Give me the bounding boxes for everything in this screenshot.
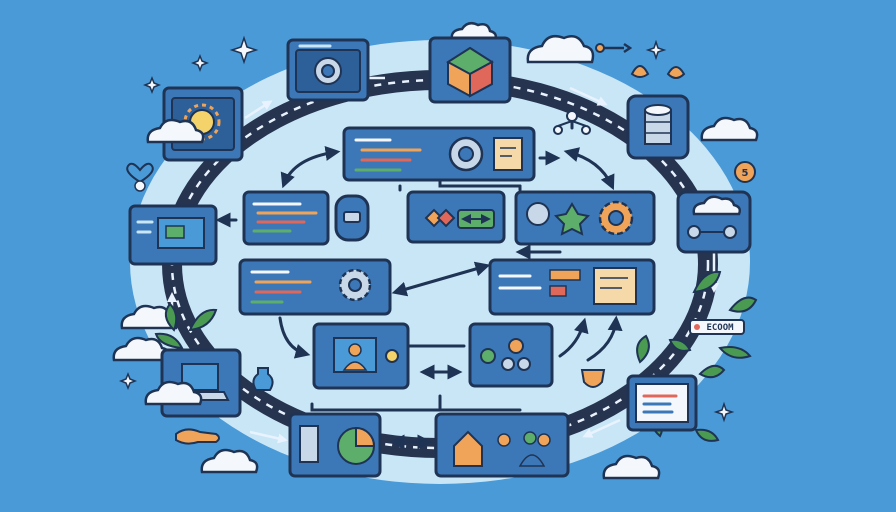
transform-node [406, 190, 506, 244]
report-node [626, 374, 698, 432]
heart-icon [126, 162, 154, 184]
gear-settings-node [286, 38, 370, 102]
node-label: ECOOM [706, 323, 734, 333]
hand-icon [175, 428, 220, 445]
badge-icon: 5 [734, 161, 756, 183]
cloud-icon [602, 454, 661, 480]
cloud-icon [200, 448, 259, 474]
cube-node [428, 36, 512, 104]
pie-chart-icon [337, 426, 376, 465]
people-icon [497, 431, 551, 467]
gear-icon [448, 136, 484, 172]
database-node [626, 94, 690, 160]
build-node [238, 258, 392, 316]
pin-icon [666, 66, 686, 79]
cloud-icon [144, 380, 203, 406]
sparkle-icon [118, 35, 735, 423]
weather-node [146, 86, 244, 162]
gear-icon [314, 57, 342, 85]
cube-icon [446, 46, 494, 98]
deploy-node [434, 412, 570, 478]
gear-icon [598, 200, 634, 236]
code-panel-node [242, 190, 330, 246]
arrows-icon [457, 209, 495, 229]
gears-process-node [514, 190, 656, 246]
leaf-icon [668, 270, 758, 359]
badge-dot [134, 180, 146, 192]
laptop-node [144, 348, 242, 418]
pin-icon [630, 65, 650, 78]
developer-node [312, 322, 410, 390]
flowchart-node [488, 258, 656, 316]
cloud-icon [692, 195, 742, 216]
node-label-chip: ECOOM [689, 319, 745, 335]
people-icon [501, 338, 531, 371]
shield-icon [580, 369, 606, 388]
connector-node [334, 194, 370, 242]
leaf-icon [154, 302, 218, 350]
cloud-sync-node [676, 190, 752, 254]
badge-number: 5 [742, 168, 749, 179]
team-node [468, 322, 554, 388]
cloud-icon [700, 116, 759, 142]
house-icon [453, 430, 483, 467]
monitor-node [128, 204, 218, 266]
document-icon [493, 137, 523, 171]
gear-icon [338, 268, 372, 302]
cloud-icon [146, 118, 205, 144]
diamond-icon [424, 208, 456, 228]
analytics-node [288, 412, 382, 478]
gear-icon [526, 202, 550, 226]
hierarchy-icon [553, 110, 591, 135]
cloud-icon [526, 35, 595, 64]
potion-icon [252, 367, 274, 391]
database-icon [644, 104, 672, 145]
cloud-icon [450, 21, 498, 42]
flow-arrows [215, 114, 623, 450]
key-head [595, 43, 605, 53]
person-icon [342, 343, 368, 371]
code-review-node [342, 126, 536, 182]
star-icon [553, 202, 591, 236]
